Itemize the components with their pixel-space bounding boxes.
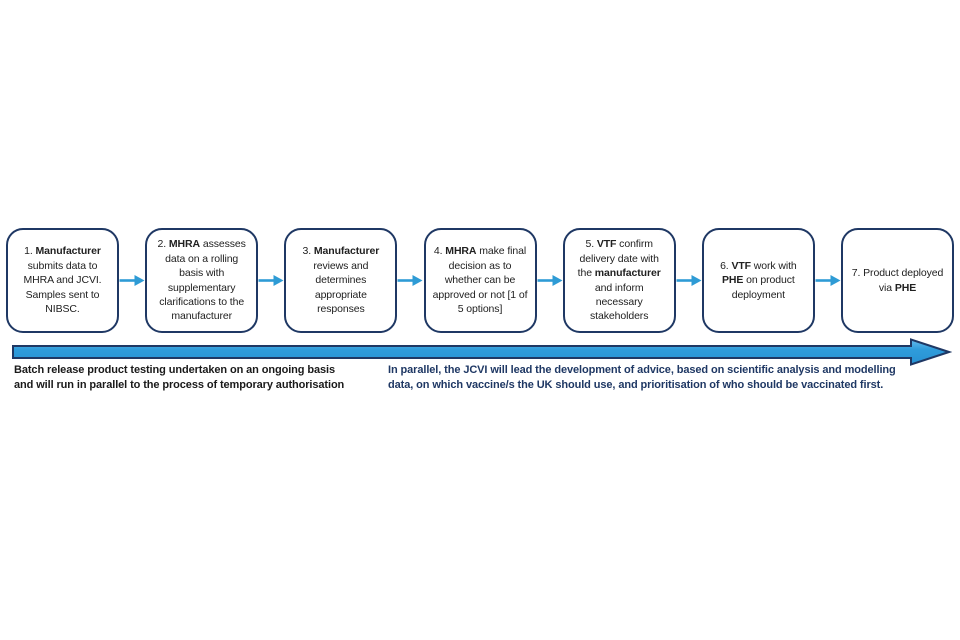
flow-step-6: 6. VTF work with PHE on product deployme… bbox=[701, 228, 815, 333]
note-jcvi-advice: In parallel, the JCVI will lead the deve… bbox=[388, 363, 896, 393]
right-arrow-icon bbox=[397, 275, 423, 286]
flow-step-3-text: 3. Manufacturer reviews and determines a… bbox=[302, 245, 380, 316]
right-arrow-icon bbox=[258, 275, 284, 286]
flow-step-4-text: 4. MHRA make final decision as to whethe… bbox=[432, 245, 528, 316]
flow-step-4: 4. MHRA make final decision as to whethe… bbox=[423, 228, 537, 333]
flow-row: 1. Manufacturer submits data to MHRA and… bbox=[6, 228, 955, 333]
note-batch-release: Batch release product testing undertaken… bbox=[14, 363, 344, 393]
connector-5-6 bbox=[676, 228, 702, 333]
long-right-arrow-icon bbox=[12, 338, 952, 366]
flow-step-3: 3. Manufacturer reviews and determines a… bbox=[284, 228, 398, 333]
flow-step-7-text: 7. Product deployed via PHE bbox=[851, 267, 944, 294]
connector-6-7 bbox=[815, 228, 841, 333]
flow-step-5: 5. VTF confirm delivery date with the ma… bbox=[562, 228, 676, 333]
flow-step-6-text: 6. VTF work with PHE on product deployme… bbox=[720, 259, 797, 301]
connector-2-3 bbox=[258, 228, 284, 333]
flow-step-2: 2. MHRA assesses data on a rolling basis… bbox=[145, 228, 259, 333]
note-batch-release-line-2: and will run in parallel to the process … bbox=[14, 379, 345, 391]
flow-step-1-text: 1. Manufacturer submits data to MHRA and… bbox=[23, 245, 102, 316]
flow-step-7: 7. Product deployed via PHE bbox=[841, 228, 955, 333]
note-jcvi-advice-line-2: data, on which vaccine/s the UK should u… bbox=[388, 379, 884, 391]
right-arrow-icon bbox=[537, 275, 563, 286]
note-jcvi-advice-line-1: In parallel, the JCVI will lead the deve… bbox=[388, 364, 896, 376]
flow-step-1: 1. Manufacturer submits data to MHRA and… bbox=[6, 228, 119, 333]
right-arrow-icon bbox=[815, 275, 841, 286]
right-arrow-icon bbox=[119, 275, 145, 286]
connector-1-2 bbox=[119, 228, 145, 333]
flow-step-5-text: 5. VTF confirm delivery date with the ma… bbox=[577, 238, 661, 323]
flow-step-2-text: 2. MHRA assesses data on a rolling basis… bbox=[157, 238, 246, 323]
note-batch-release-line-1: Batch release product testing undertaken… bbox=[14, 364, 335, 376]
right-arrow-icon bbox=[676, 275, 702, 286]
connector-4-5 bbox=[537, 228, 563, 333]
connector-3-4 bbox=[397, 228, 423, 333]
